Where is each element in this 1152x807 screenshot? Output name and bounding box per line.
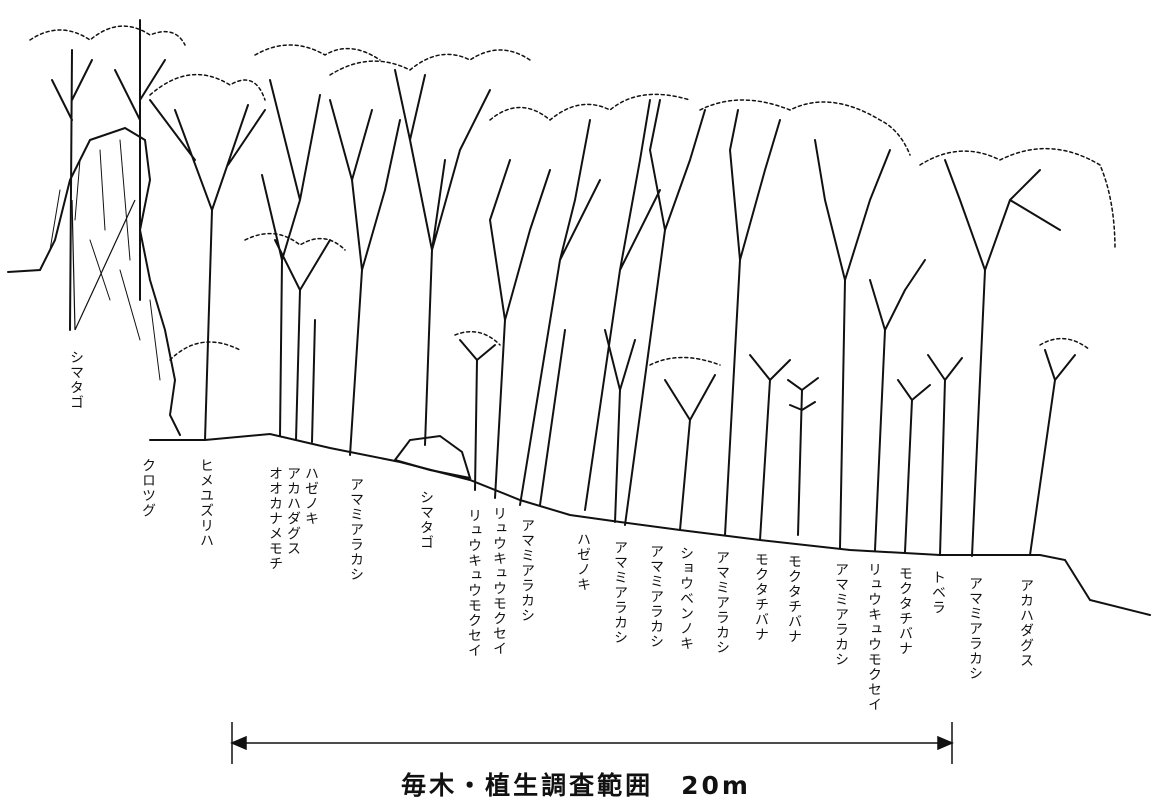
foliage [255,45,380,60]
tree-trunk [1030,350,1075,555]
foliage [1040,339,1090,350]
scale-caption: 毎木・植生調査範囲 20m [0,766,1152,802]
foliage [330,50,530,75]
label-akahadagusu-1: アカハダグス [285,466,300,556]
label-shimatago-2: シマタゴ [418,490,433,550]
label-tobera: トベラ [930,570,945,615]
tree-trunk [460,340,495,490]
label-ryukyumokusei-1: リュウキュウモクセイ [466,508,481,658]
foliage [170,342,240,360]
foliage [150,75,265,100]
foliage [920,149,1115,250]
label-mokutachibana-1: モクタチバナ [753,552,768,642]
tree-trunk [52,20,165,330]
label-mokutachibana-3: モクタチバナ [897,566,912,656]
label-akahadagusu-2: アカハダグス [1018,578,1033,668]
tree-trunk [898,380,930,552]
tree-trunk [490,160,550,498]
tree-trunk [928,355,962,555]
label-shobennoki: ショウベンノキ [678,546,693,651]
label-hazenoki-2: ハゼノキ [575,532,590,592]
label-kurotsugu: クロツグ [140,458,155,518]
tree-trunk [665,375,715,530]
tree-trunk [725,110,780,535]
tree-trunk [788,378,818,535]
tree-trunk [750,355,790,540]
rock-2 [395,436,470,478]
tree-trunk [330,100,400,455]
label-ryukyumokusei-3: リュウキュウモクセイ [866,562,881,712]
label-shimatago-1: シマタゴ [68,350,83,410]
label-amamiarakashi-5: アマミアラカシ [714,550,729,655]
label-hazenoki-1: ハゼノキ [303,466,318,526]
label-amamiarakashi-3: アマミアラカシ [612,540,627,645]
tree-trunk [520,120,600,505]
label-amamiarakashi-6: アマミアラカシ [833,562,848,667]
tree-trunk [605,330,635,522]
tree-trunk [625,100,705,525]
label-amamiarakashi-4: アマミアラカシ [648,544,663,649]
label-mokutachibana-2: モクタチバナ [786,554,801,644]
label-pointer [72,200,135,330]
tree-trunk [150,100,265,440]
label-amamiarakashi-2: アマミアラカシ [519,518,534,623]
label-ryukyumokusei-2: リュウキュウモクセイ [491,506,506,656]
foliage [650,358,720,366]
foliage [30,26,185,45]
label-okanamemochi: オオカナメモチ [267,466,282,571]
label-amamiarakashi-7: アマミアラカシ [967,576,982,681]
foliage [490,94,690,120]
tree-trunk [262,80,330,442]
cliff-outline [8,128,180,435]
label-himeyuzuriha: ヒメユズリハ [198,458,213,548]
label-amamiarakashi-1: アマミアラカシ [348,477,363,582]
tree-trunk [585,100,660,510]
tree-trunk [870,260,925,550]
scale-bar [232,722,952,764]
